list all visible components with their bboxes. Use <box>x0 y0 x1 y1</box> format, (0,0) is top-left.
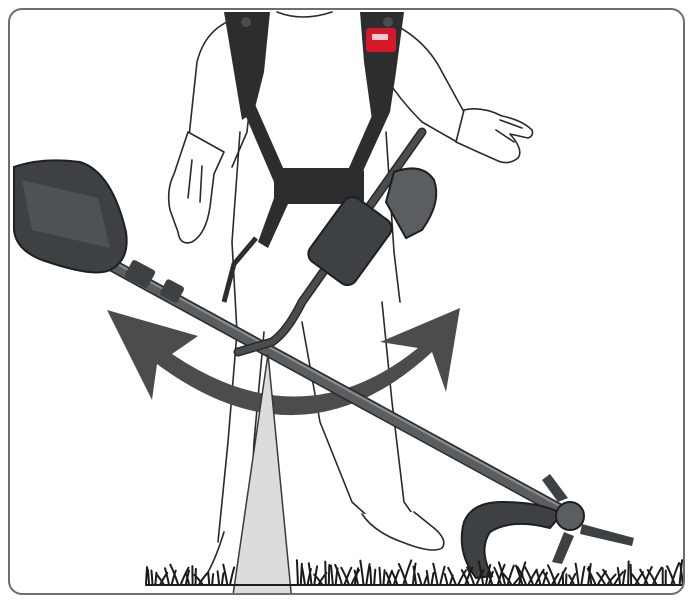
operator-figure <box>169 12 533 572</box>
grass-blade <box>170 565 178 584</box>
grass-blade <box>151 571 152 584</box>
trimmer-guard <box>462 502 562 578</box>
grass-blade <box>432 573 434 584</box>
grass-blade <box>370 567 371 584</box>
grass-blade <box>440 567 444 584</box>
grass-blade <box>582 567 585 584</box>
grass-blade <box>218 571 219 584</box>
grass-blade <box>374 570 375 584</box>
grass-blade <box>418 574 421 584</box>
grass-blade <box>379 568 380 584</box>
grass-blade <box>329 565 330 584</box>
grass-blade <box>399 564 407 584</box>
grass-blade <box>222 573 223 584</box>
grass-blade <box>427 571 429 584</box>
grass-blade <box>297 560 298 584</box>
grass-blade <box>148 570 149 584</box>
grass-blade <box>360 561 363 584</box>
grass-blade <box>445 574 448 584</box>
grass-blade <box>230 568 234 584</box>
grass-blade <box>208 572 209 584</box>
grass-blade <box>384 570 385 584</box>
grass-blade <box>325 562 326 584</box>
grass-blade <box>628 561 629 584</box>
grass-blade <box>212 574 213 584</box>
grass-blade <box>648 570 656 584</box>
grass-blade <box>331 566 333 584</box>
illustration-frame <box>8 8 685 595</box>
grass-blade <box>618 568 620 584</box>
grass-strip <box>146 560 685 585</box>
trimmer-usage-illustration <box>10 10 685 595</box>
trimmer-head <box>556 502 584 530</box>
